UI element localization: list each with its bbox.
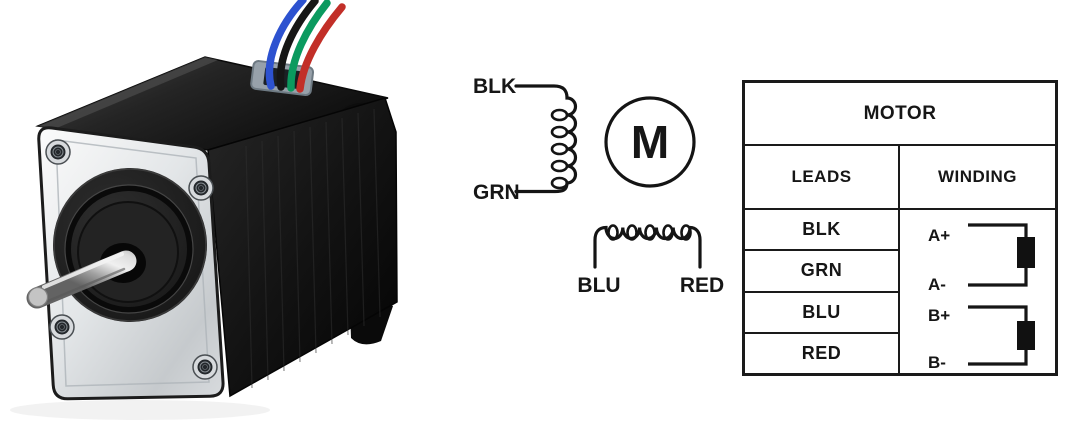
coil-b-right-label: RED bbox=[680, 274, 724, 297]
terminal-b-plus: B+ bbox=[928, 306, 950, 325]
wire-red bbox=[296, 3, 346, 93]
terminal-b-minus: B- bbox=[928, 353, 946, 372]
wire-green bbox=[287, 0, 331, 92]
stepper-motor-photo bbox=[0, 0, 430, 433]
coil-b bbox=[593, 225, 702, 269]
column-header-winding: WINDING bbox=[937, 167, 1018, 186]
leads-column: BLK GRN BLU RED bbox=[745, 210, 900, 373]
winding-column: A+ A- B+ B- bbox=[900, 210, 1055, 373]
motor-shaft bbox=[26, 250, 137, 309]
winding-a-resistor bbox=[1017, 237, 1035, 268]
motor-side-face bbox=[207, 97, 398, 398]
table-body: BLK GRN BLU RED A+ A- B+ B- bbox=[745, 210, 1055, 373]
coil-a bbox=[514, 84, 578, 194]
motor-symbol-circle bbox=[604, 96, 696, 188]
coil-b-loops bbox=[607, 224, 692, 241]
lamination-lines bbox=[245, 108, 381, 389]
lead-cell-red: RED bbox=[801, 342, 842, 363]
screw-hole-bottom-right bbox=[192, 354, 218, 380]
coil-b-left-label: BLU bbox=[577, 274, 620, 297]
motor-boss bbox=[53, 168, 207, 322]
terminal-a-minus: A- bbox=[928, 275, 946, 294]
screw-hole-top-left bbox=[45, 139, 71, 165]
winding-b-resistor bbox=[1017, 321, 1035, 350]
screw-hole-top-right bbox=[188, 175, 214, 201]
wire-blue bbox=[265, 0, 307, 90]
motor-shadow bbox=[10, 400, 270, 420]
wire-black bbox=[276, 0, 319, 91]
column-header-leads: LEADS bbox=[745, 146, 900, 208]
screw-hole-bottom-left bbox=[49, 314, 75, 340]
coil-a-loops bbox=[550, 108, 569, 190]
motor-wiring-table: MOTOR LEADS WINDING BLK GRN BLU RED bbox=[742, 80, 1058, 376]
lead-cell-blk: BLK bbox=[745, 210, 898, 252]
terminal-a-plus: A+ bbox=[928, 226, 950, 245]
lead-cell-blu: BLU bbox=[745, 293, 898, 334]
coil-a-bottom-label: GRN bbox=[473, 181, 520, 204]
lead-cell-grn: GRN bbox=[745, 251, 898, 293]
wiring-schematic-svg: BLK GRN M BLU RED bbox=[473, 75, 724, 297]
top-face-sheen bbox=[38, 57, 218, 130]
table-title: MOTOR bbox=[745, 83, 1055, 146]
coil-a-top-label: BLK bbox=[473, 75, 516, 98]
wiring-schematic: BLK GRN M BLU RED bbox=[455, 60, 745, 310]
motor-wires bbox=[265, 0, 346, 93]
winding-diagram-svg: A+ A- B+ B- bbox=[928, 223, 1035, 372]
motor-symbol-letter: M bbox=[631, 116, 669, 168]
motor-photo-svg bbox=[10, 0, 398, 420]
faceplate-bevel bbox=[55, 139, 210, 387]
table-header-row: LEADS WINDING bbox=[745, 146, 1055, 210]
